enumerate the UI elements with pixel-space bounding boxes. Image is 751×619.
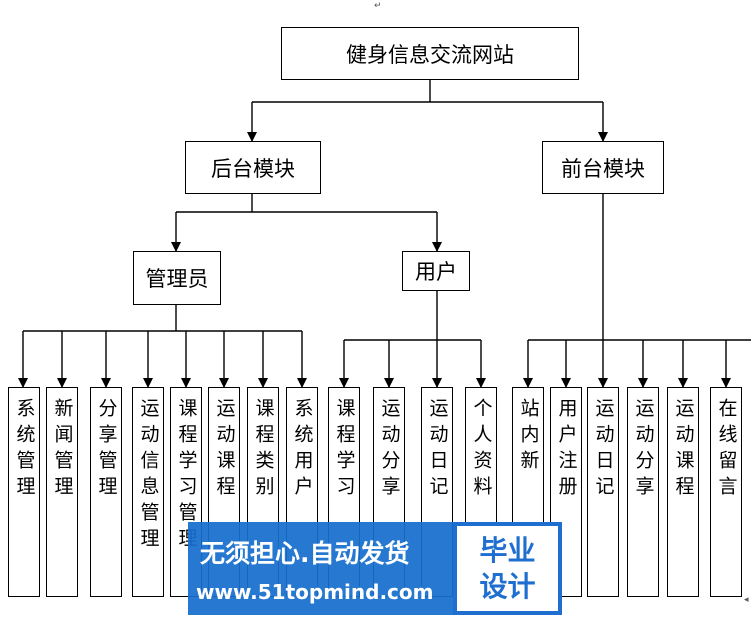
root-label: 健身信息交流网站: [346, 42, 514, 67]
backend-node: 后台模块: [185, 141, 321, 194]
user-node: 用户: [402, 251, 470, 291]
frontend-label: 前台模块: [561, 156, 645, 181]
watermark-slogan: 无须担心.自动发货: [200, 539, 410, 568]
watermark-url: www.51topmind.com: [196, 580, 434, 604]
frontend-item-label: 站内新: [517, 398, 540, 476]
admin-item-node: 新闻管理: [46, 387, 78, 597]
admin-item-label: 分享管理: [95, 398, 118, 502]
admin-item-label: 系统用户: [291, 398, 314, 502]
user-item-label: 个人资料: [470, 398, 493, 502]
admin-item-label: 运动信息管理: [137, 398, 160, 554]
watermark-banner: 无须担心.自动发货 www.51topmind.com 毕业 设计: [188, 522, 562, 615]
frontend-item-label: 运动分享: [632, 398, 655, 502]
backend-label: 后台模块: [211, 156, 295, 181]
frontend-item-label: 用户注册: [555, 398, 578, 502]
watermark-panel: 无须担心.自动发货 www.51topmind.com: [188, 522, 453, 615]
admin-item-node: 运动信息管理: [132, 387, 164, 597]
admin-item-node: 分享管理: [90, 387, 122, 597]
user-item-label: 运动日记: [426, 398, 449, 502]
admin-item-label: 课程学习管理: [175, 398, 198, 554]
admin-node: 管理员: [133, 251, 221, 305]
admin-item-label: 运动课程: [213, 398, 236, 502]
frontend-item-node: 运动分享: [627, 387, 659, 597]
paragraph-mark: ↵: [374, 1, 382, 11]
root-node: 健身信息交流网站: [281, 27, 579, 80]
admin-item-label: 新闻管理: [51, 398, 74, 502]
user-item-label: 运动分享: [378, 398, 401, 502]
frontend-node: 前台模块: [542, 141, 664, 194]
admin-item-label: 系统管理: [13, 398, 36, 502]
frontend-item-node: 运动日记: [587, 387, 619, 597]
user-item-label: 课程学习: [333, 398, 356, 502]
admin-item-node: 系统管理: [8, 387, 40, 597]
frontend-item-label: 运动日记: [592, 398, 615, 502]
frontend-item-node: 运动课程: [667, 387, 699, 597]
watermark-badge-line1: 毕业: [479, 533, 536, 567]
frontend-item-label: 在线留言: [715, 398, 738, 502]
admin-label: 管理员: [145, 267, 209, 291]
frontend-item-node: 在线留言: [710, 387, 742, 597]
watermark-badge: 毕业 设计: [453, 522, 562, 615]
watermark-badge-line2: 设计: [479, 569, 536, 603]
edge-mark: ◂: [744, 595, 749, 605]
user-label: 用户: [415, 260, 457, 284]
admin-item-label: 课程类别: [252, 398, 275, 502]
frontend-item-label: 运动课程: [672, 398, 695, 502]
